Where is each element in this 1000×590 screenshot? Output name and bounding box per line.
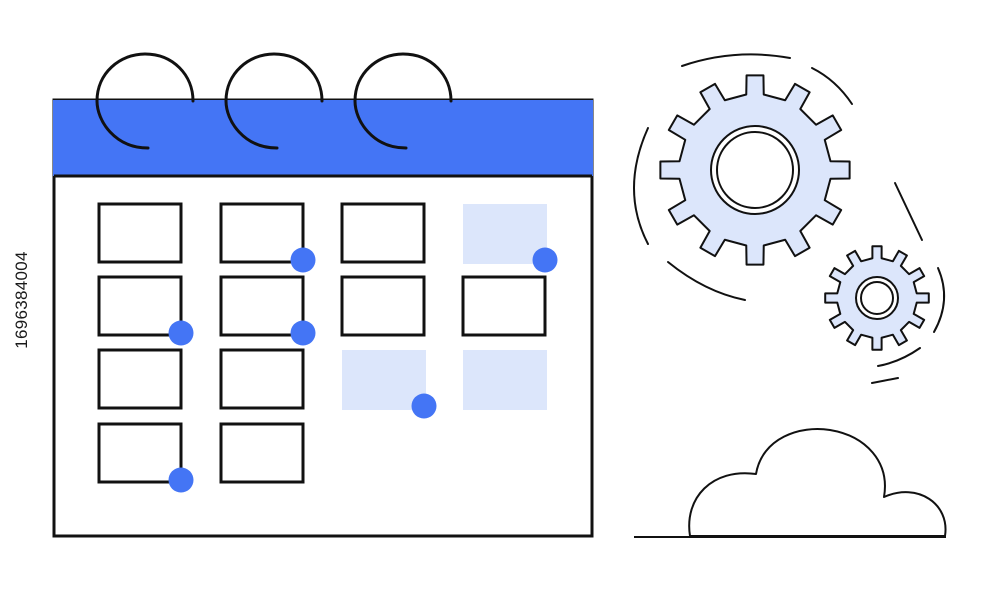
arc-small-right (933, 267, 946, 333)
calendar-ring-1 (95, 52, 195, 150)
event-dot (411, 393, 437, 419)
calendar-day (461, 275, 547, 337)
calendar-ring-3 (353, 52, 453, 150)
calendar-day (340, 275, 426, 337)
event-dot (168, 320, 194, 346)
calendar-day (97, 422, 183, 484)
arc-small-bottom-2 (871, 377, 899, 384)
arc-right (894, 182, 923, 241)
calendar-day (340, 202, 426, 264)
event-dot (290, 320, 316, 346)
calendar-ring-2 (224, 52, 324, 150)
calendar-icon (52, 52, 594, 538)
calendar-day-highlighted (342, 350, 426, 410)
calendar-day (219, 422, 305, 484)
calendar-header-bar (53, 100, 593, 176)
calendar-grid (97, 202, 558, 493)
calendar-day (97, 202, 183, 264)
calendar-day (219, 275, 305, 337)
event-dot (532, 247, 558, 273)
gear-small-hub (855, 276, 899, 320)
arc-top-right (811, 67, 853, 105)
arc-small-bottom (877, 347, 921, 367)
cloud-outline (688, 428, 947, 537)
arc-left (633, 127, 649, 245)
calendar-day-highlighted (463, 350, 547, 410)
calendar-day-highlighted (463, 204, 547, 264)
motion-arcs (633, 53, 946, 384)
gear-large-hub (710, 125, 800, 215)
gear-small-hub-inner (860, 281, 894, 315)
calendar-day (97, 348, 183, 410)
cloud-icon (634, 428, 947, 538)
arc-top (681, 53, 791, 67)
calendar-day (97, 275, 183, 337)
calendar-rings (95, 52, 453, 150)
event-dot (290, 247, 316, 273)
gear-large-hub-inner (716, 131, 794, 209)
arc-bottom-left (667, 261, 746, 301)
stock-id-text: 1696384004 (12, 251, 31, 349)
calendar-day (219, 348, 305, 410)
calendar-day (219, 202, 305, 264)
gears-group (633, 53, 946, 384)
event-dot (168, 467, 194, 493)
